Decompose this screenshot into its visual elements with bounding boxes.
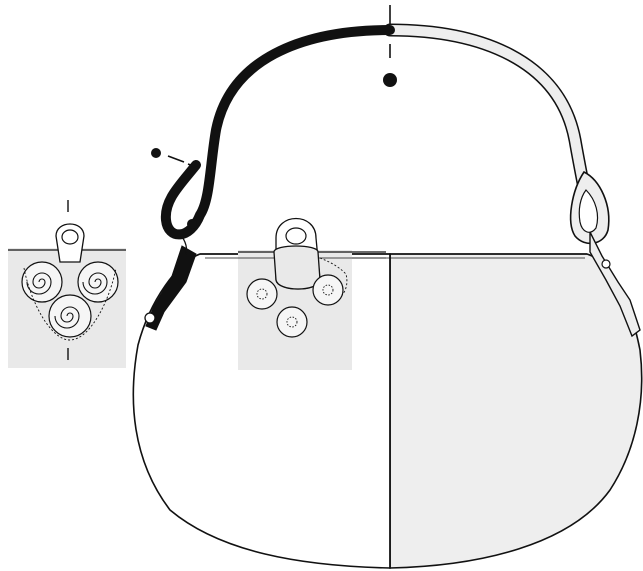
- right-rivet: [601, 259, 611, 269]
- inset-left-tab-hole: [61, 229, 79, 245]
- clip-dot-marker: [187, 219, 197, 229]
- spiral-right: [77, 261, 119, 303]
- left-clip: [177, 231, 188, 255]
- spiral-left: [21, 261, 63, 303]
- inset-spiral-ornament: [8, 200, 126, 368]
- strap-right: [383, 23, 597, 232]
- clasp-hole: [285, 227, 307, 245]
- strap-right-loop-inner: [578, 189, 599, 233]
- left-rivet: [144, 312, 156, 324]
- clasp-stud-bottom-dot: [286, 316, 298, 328]
- spiral-bottom: [48, 294, 92, 338]
- strap-left: [160, 25, 395, 240]
- clasp-stud-bottom: [276, 306, 308, 338]
- spiral-right-swirl: [82, 272, 108, 295]
- clasp-stud-left-dot: [256, 288, 268, 300]
- top-dot-marker: [383, 73, 397, 87]
- clasp-stud-right: [312, 274, 344, 306]
- spiral-left-swirl: [26, 272, 52, 295]
- spiral-bottom-swirl: [54, 306, 80, 329]
- clasp-stud-right-dot: [322, 284, 334, 296]
- left-side-tab: [145, 245, 197, 331]
- left-dot-marker: [151, 148, 161, 158]
- inset-left-dotted-outline: [23, 267, 117, 341]
- clasp-lower: [273, 245, 321, 290]
- left-dashed-marker: [167, 155, 185, 163]
- bag-body-right-half: [389, 253, 643, 569]
- inset-clasp-detail: [238, 217, 386, 370]
- clasp-stud-left: [246, 278, 278, 310]
- right-side-tab: [589, 231, 641, 338]
- strap-right-fill: [385, 25, 595, 230]
- left-dashed-marker-2: [187, 163, 199, 169]
